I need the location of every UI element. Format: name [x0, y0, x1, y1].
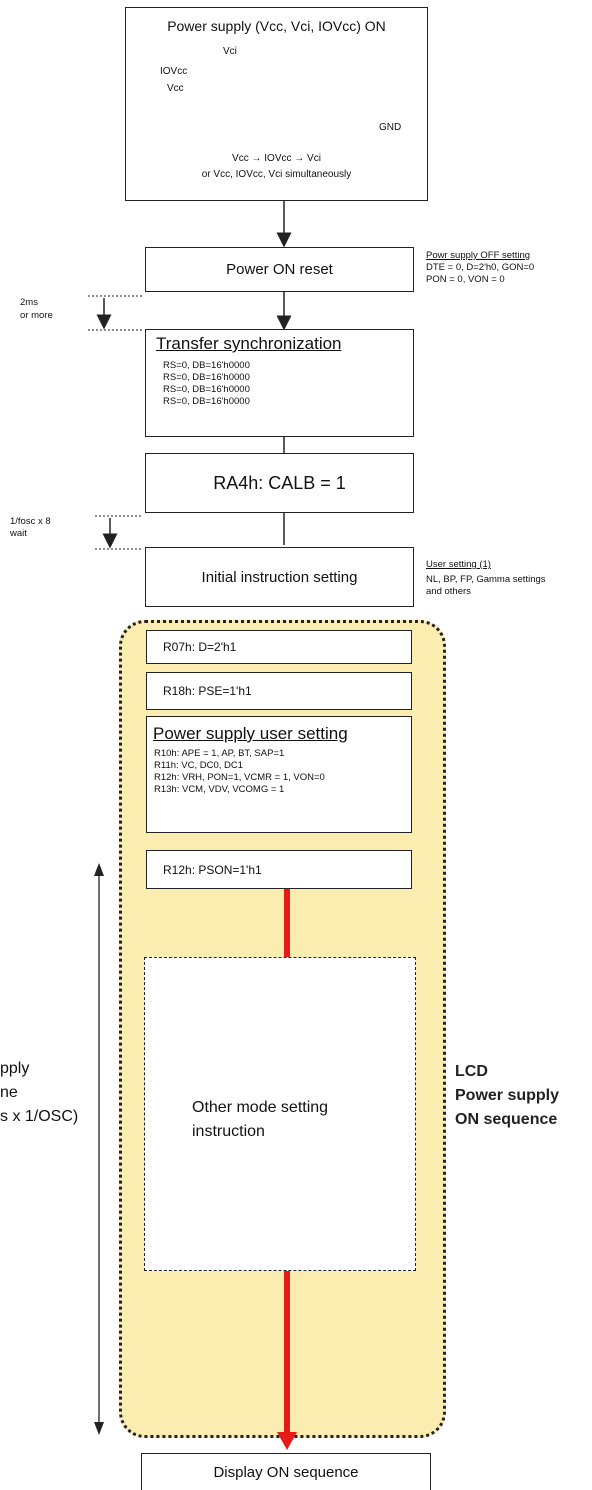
power-user-line: R10h: APE = 1, AP, BT, SAP=1	[154, 748, 285, 759]
transfer-sync-title: Transfer synchronization	[156, 334, 342, 353]
power-user-line: R13h: VCM, VDV, VCOMG = 1	[154, 784, 285, 795]
wait2-line2: wait	[10, 528, 27, 539]
label-vci: Vci	[223, 46, 237, 57]
other-mode-line2: instruction	[192, 1123, 265, 1140]
transfer-sync-box	[145, 329, 414, 437]
power-on-reset-box: Power ON reset	[145, 247, 414, 292]
user-setting-line1: NL, BP, FP, Gamma settings	[426, 574, 546, 585]
sequence-line1: Vcc → IOVcc → Vci	[232, 153, 321, 164]
power-user-setting-box	[146, 716, 412, 833]
power-off-note-line1: DTE = 0, D=2'h0, GON=0	[426, 262, 535, 273]
power-supply-title: Power supply (Vcc, Vci, IOVcc) ON	[167, 18, 386, 34]
power-supply-box	[125, 7, 428, 201]
timeline-arrow-up	[94, 863, 104, 876]
lcd-label-line1: LCD	[455, 1063, 488, 1080]
power-off-note-title: Powr supply OFF setting	[426, 250, 531, 261]
power-user-line: R12h: VRH, PON=1, VCMR = 1, VON=0	[154, 772, 325, 783]
transfer-sync-lines: RS=0, DB=16'h0000 RS=0, DB=16'h0000 RS=0…	[163, 360, 250, 408]
transfer-sync-line: RS=0, DB=16'h0000	[163, 360, 250, 371]
left-label-line2: ne	[0, 1084, 18, 1101]
timeline-arrow-down	[94, 1422, 104, 1435]
left-label-line3: s x 1/OSC)	[0, 1108, 79, 1125]
display-on-sequence-box: Display ON sequence	[141, 1453, 431, 1490]
other-mode-box	[144, 957, 416, 1271]
r07h-box: R07h: D=2'h1	[146, 630, 412, 664]
power-off-note-line2: PON = 0, VON = 0	[426, 274, 505, 285]
transfer-sync-line: RS=0, DB=16'h0000	[163, 372, 250, 383]
user-setting-title: User setting (1)	[426, 559, 491, 570]
r18h-box: R18h: PSE=1'h1	[146, 672, 412, 710]
r12h-pson-box: R12h: PSON=1'h1	[146, 850, 412, 889]
wait1-line1: 2ms	[20, 297, 38, 308]
label-gnd: GND	[379, 122, 402, 133]
user-setting-line2: and others	[426, 586, 471, 597]
power-user-lines: R10h: APE = 1, AP, BT, SAP=1 R11h: VC, D…	[154, 748, 325, 796]
sequence-line2: or Vcc, IOVcc, Vci simultaneously	[201, 169, 352, 180]
red-arrowhead	[277, 1432, 297, 1450]
other-mode-line1: Other mode setting	[192, 1099, 329, 1116]
wait2-line1: 1/fosc x 8	[10, 516, 51, 527]
label-vcc: Vcc	[167, 83, 184, 94]
power-user-line: R11h: VC, DC0, DC1	[154, 760, 244, 771]
wait1-line2: or more	[20, 310, 53, 321]
left-label-line1: pply	[0, 1060, 30, 1077]
power-user-title: Power supply user setting	[153, 724, 348, 743]
label-iovcc: IOVcc	[160, 66, 188, 77]
transfer-sync-line: RS=0, DB=16'h0000	[163, 396, 250, 407]
transfer-sync-line: RS=0, DB=16'h0000	[163, 384, 250, 395]
lcd-label-line2: Power supply	[455, 1087, 560, 1104]
initial-instruction-box: Initial instruction setting	[145, 547, 414, 607]
lcd-label-line3: ON sequence	[455, 1111, 558, 1128]
calb-box: RA4h: CALB = 1	[145, 453, 414, 513]
